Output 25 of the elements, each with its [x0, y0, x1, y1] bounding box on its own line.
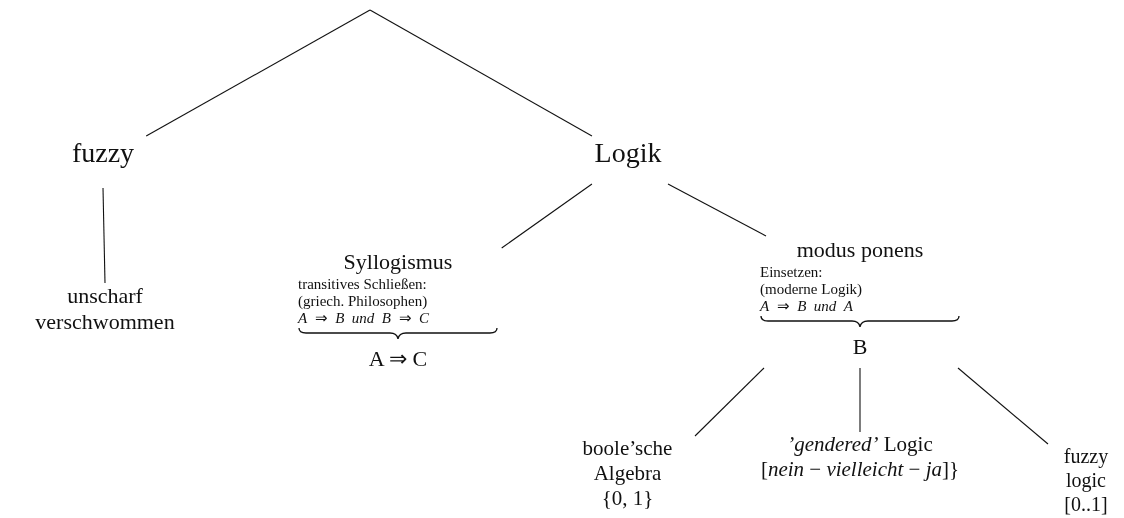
node-label: boole’sche Algebra — [581, 436, 674, 487]
node-label: ’gendered’ Logic — [787, 432, 933, 458]
node-title: modus ponens — [796, 236, 924, 264]
connector-line — [694, 367, 765, 437]
node-label: fuzzy logic — [1062, 444, 1110, 492]
node-label: [nein − vielleicht − ja]} — [760, 457, 960, 483]
connector-line — [957, 367, 1049, 445]
connector-line — [501, 183, 593, 249]
formula: A ⇒ B und A — [760, 298, 854, 316]
node-label: fuzzy — [71, 136, 135, 170]
formula: A ⇒ B und B ⇒ C — [298, 310, 431, 328]
node-description: Einsetzen: (moderne Logik) — [760, 263, 864, 298]
connector-line — [145, 9, 371, 137]
connector-line — [102, 187, 106, 284]
node-label: {0, 1} — [601, 486, 654, 512]
node-title: Syllogismus — [343, 248, 453, 276]
node-label: Logik — [594, 136, 662, 170]
node-label: [0..1] — [1064, 492, 1108, 516]
connector-line — [667, 183, 767, 237]
connector-line — [369, 9, 593, 137]
node-description: transitives Schließen: (griech. Philosophen) — [298, 275, 429, 310]
conclusion: B — [852, 333, 868, 361]
connector-line — [859, 367, 861, 433]
conclusion: A ⇒ C — [368, 345, 428, 373]
node-label: unscharf verschwommen — [34, 283, 176, 336]
